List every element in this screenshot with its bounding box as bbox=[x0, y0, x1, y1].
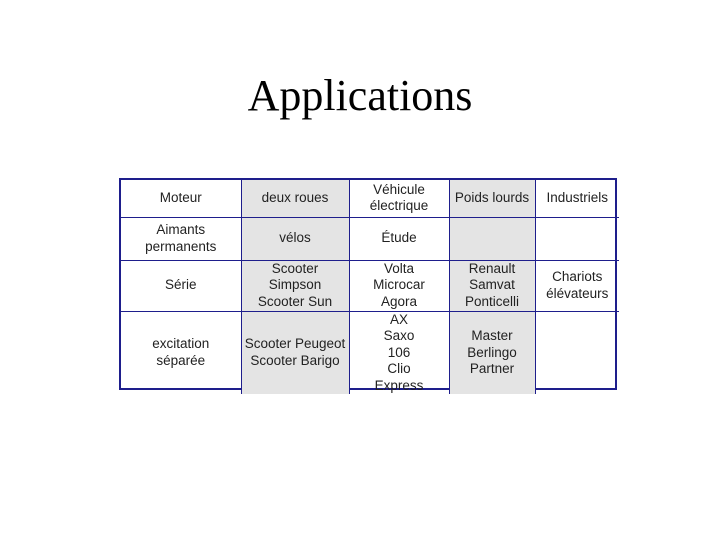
table-cell bbox=[534, 216, 619, 261]
cell-text-line: séparée bbox=[156, 352, 206, 368]
cell-text-line: AX bbox=[389, 311, 408, 327]
cell-text-line: Volta bbox=[383, 260, 415, 276]
cell-text-line: deux roues bbox=[261, 190, 329, 205]
cell-text-line: Saxo bbox=[383, 328, 415, 343]
cell-text-line: Véhicule bbox=[373, 181, 425, 197]
cell-text-line: Scooter Sun bbox=[257, 293, 333, 309]
table-cell: Étude bbox=[348, 216, 450, 261]
cell-text-line: Moteur bbox=[159, 190, 202, 205]
cell-text-line: vélos bbox=[279, 230, 311, 246]
cell-text-line: Berlingo bbox=[467, 344, 517, 360]
cell-text-line: Renault bbox=[468, 260, 516, 276]
cell-text-line: Étude bbox=[381, 230, 417, 246]
cell-text-line: Scooter bbox=[271, 260, 319, 276]
cell-text-line: Industriels bbox=[546, 190, 609, 205]
cell-text-line: électrique bbox=[369, 198, 429, 214]
cell-text-line: élévateurs bbox=[546, 285, 609, 301]
cell-text-line: Agora bbox=[380, 293, 418, 309]
table-cell: Poids lourds bbox=[448, 180, 536, 218]
table-cell: Série bbox=[121, 259, 242, 312]
cell-text-line: Partner bbox=[469, 361, 515, 376]
cell-text-line: Poids lourds bbox=[454, 190, 530, 205]
cell-text-line: Chariots bbox=[552, 269, 603, 284]
cell-text-line: Aimants bbox=[156, 222, 206, 237]
cell-text-line: Simpson bbox=[268, 277, 322, 293]
cell-text-line: excitation bbox=[152, 336, 210, 352]
table-cell: Industriels bbox=[534, 180, 619, 218]
cell-text-line: Microcar bbox=[373, 277, 425, 293]
cell-text-line: Express bbox=[374, 377, 424, 393]
cell-text-line: Clio bbox=[387, 361, 411, 376]
cell-text-line: Ponticelli bbox=[464, 293, 520, 309]
cell-text-line: Scooter Barigo bbox=[250, 352, 340, 368]
table-cell: deux roues bbox=[240, 180, 350, 218]
cell-text-line: Série bbox=[164, 277, 197, 293]
slide-title: Applications bbox=[247, 71, 473, 120]
table-cell bbox=[448, 216, 536, 261]
table-cell: Moteur bbox=[121, 180, 242, 218]
table-cell bbox=[534, 310, 619, 394]
cell-text-line: permanents bbox=[145, 238, 217, 254]
cell-text-line: 106 bbox=[387, 344, 411, 360]
cell-text-line: Samvat bbox=[469, 277, 515, 293]
table-cell: vélos bbox=[240, 216, 350, 261]
cell-text-line: Master bbox=[471, 328, 513, 343]
cell-text-line: Scooter Peugeot bbox=[244, 336, 346, 352]
